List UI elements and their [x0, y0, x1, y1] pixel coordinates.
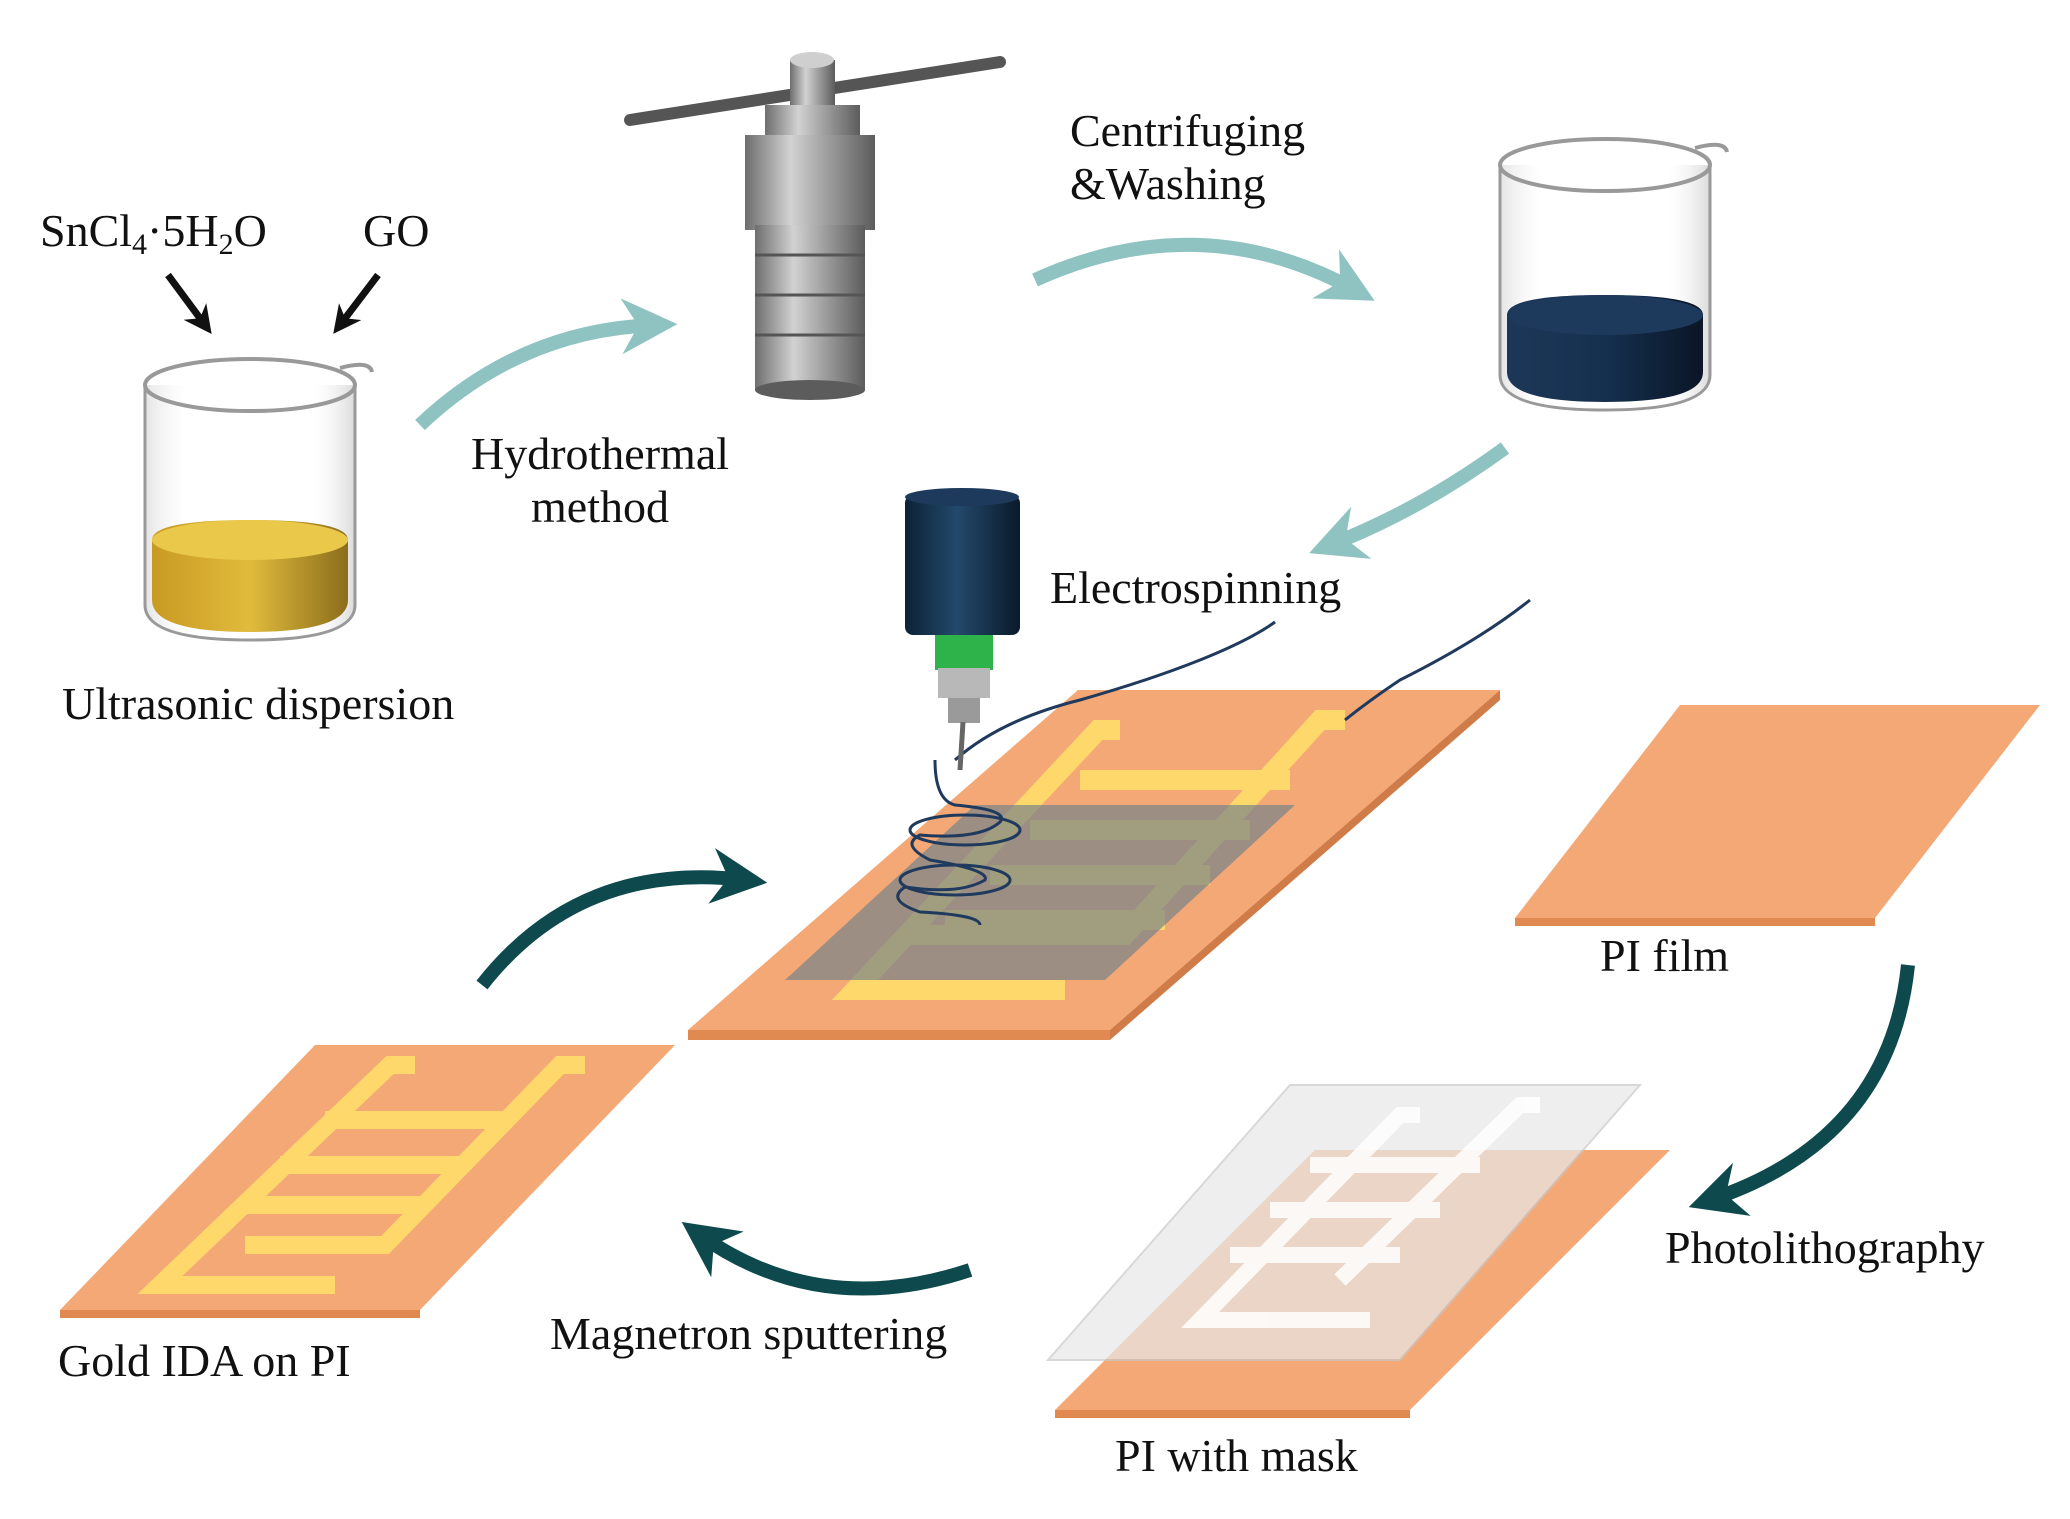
reagent-1-text-mid: ·5H — [147, 205, 219, 256]
gold-ida-device — [60, 1045, 675, 1318]
pi-film — [1515, 705, 2040, 926]
pi-with-mask-label: PI with mask — [1115, 1430, 1358, 1481]
beaker-yellow — [143, 357, 374, 642]
gold-ida-label: Gold IDA on PI — [58, 1335, 351, 1386]
reagent-1-arrow — [165, 272, 212, 335]
pi-with-mask — [1045, 1084, 1670, 1418]
electrospinning-label: Electrospinning — [1050, 562, 1342, 613]
centrifuging-label: Centrifuging &Washing — [1070, 105, 1305, 211]
ultrasonic-label: Ultrasonic dispersion — [62, 678, 455, 729]
arrow-to-gold-ida — [681, 1222, 973, 1296]
centrifuging-line-1: Centrifuging — [1070, 105, 1306, 156]
hydrothermal-line-2: method — [531, 480, 669, 532]
reagent-1-text-end: O — [233, 205, 267, 256]
arrow-to-photolithography — [1688, 964, 1915, 1216]
reagent-1-subscript-2: 2 — [218, 228, 234, 261]
arrow-to-centrifuge — [1032, 237, 1375, 301]
arrow-to-electrospinning — [1309, 442, 1510, 559]
reagent-2-label: GO — [363, 205, 430, 256]
autoclave — [624, 52, 1006, 400]
arrow-to-center-device — [476, 848, 768, 990]
sensor-device-center — [688, 598, 1531, 1040]
beaker-dark — [1498, 137, 1729, 412]
hydrothermal-line-1: Hydrothermal — [470, 428, 730, 479]
reagent-1-label: SnCl4·5H2O — [40, 205, 267, 261]
magnetron-label: Magnetron sputtering — [550, 1308, 948, 1359]
reagent-2-arrow — [333, 272, 381, 334]
reagent-1-text: SnCl — [40, 205, 133, 256]
syringe — [905, 488, 1020, 771]
arrow-to-hydrothermal — [415, 298, 678, 431]
centrifuging-line-2: &Washing — [1070, 157, 1266, 209]
hydrothermal-label: Hydrothermal method — [455, 428, 745, 534]
reagent-1-subscript-1: 4 — [132, 228, 148, 261]
pi-film-label: PI film — [1600, 930, 1730, 981]
photolithography-label: Photolithography — [1665, 1222, 1985, 1273]
